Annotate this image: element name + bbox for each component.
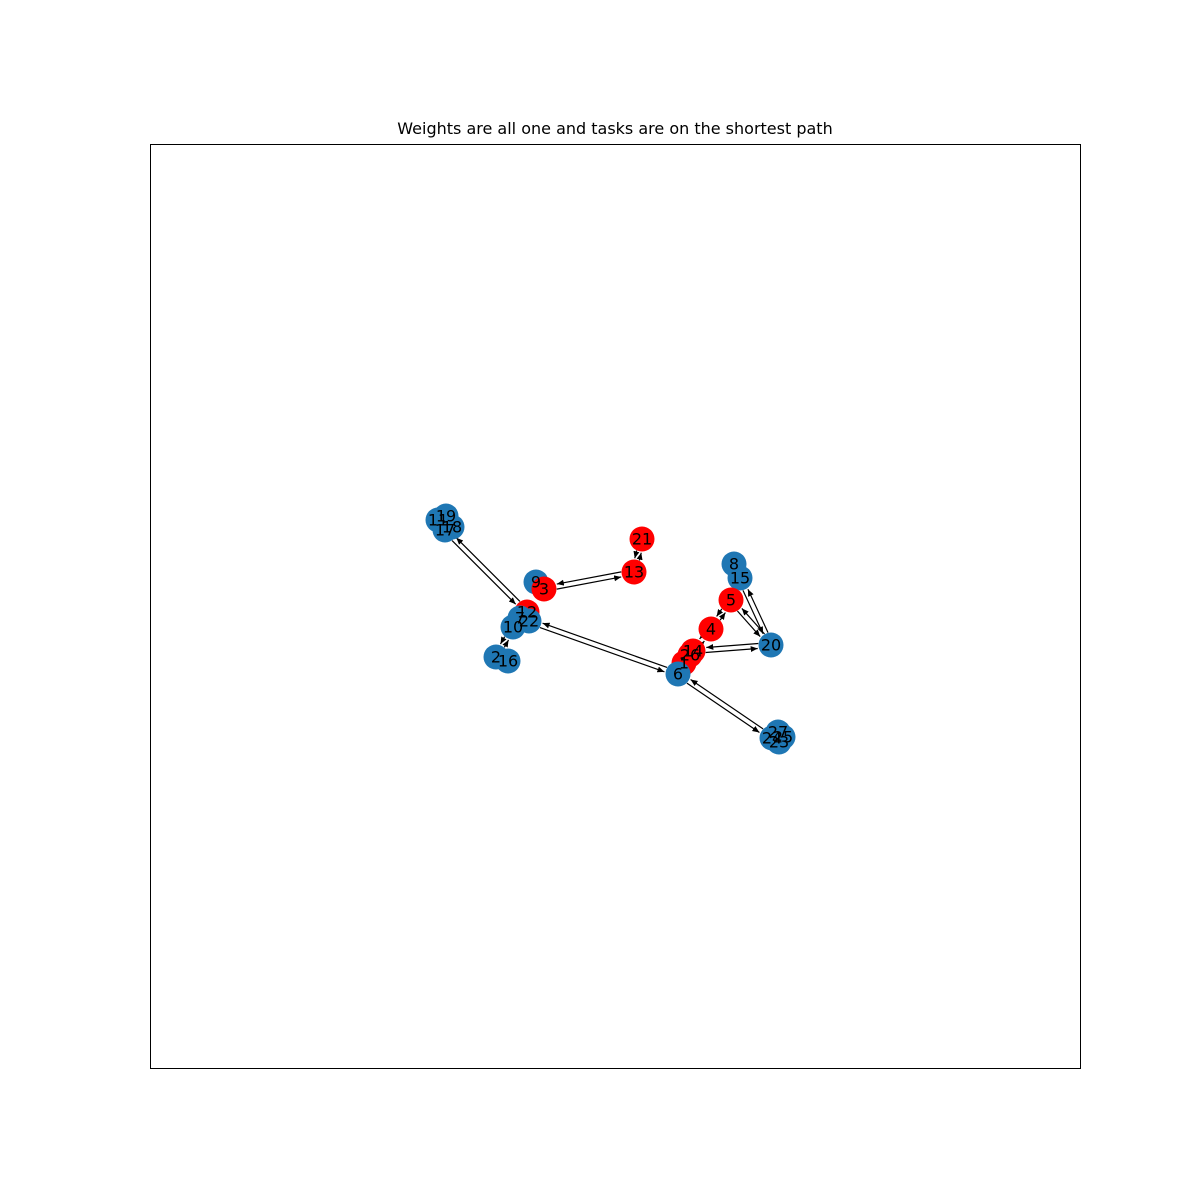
edge-6-to-22: [542, 622, 668, 669]
node-label-3: 3: [539, 580, 549, 599]
figure-title: Weights are all one and tasks are on the…: [397, 119, 833, 138]
edge-14-to-4: [697, 640, 705, 649]
node-label-8: 8: [729, 555, 739, 574]
node-15: [727, 565, 753, 591]
edge-10-to-2: [499, 636, 507, 645]
edge-17-to-12: [451, 540, 517, 605]
node-label-2: 2: [491, 648, 501, 667]
node-23: [766, 729, 792, 755]
node-label-11: 11: [428, 511, 448, 530]
node-label-1: 1: [679, 654, 689, 673]
edge-5-to-20: [736, 610, 761, 637]
node-3-task: [531, 576, 557, 602]
node-13-task: [621, 559, 647, 585]
node-label-7: 7: [515, 609, 525, 628]
edge-13-to-3: [556, 571, 622, 586]
node-label-18: 18: [442, 518, 462, 537]
node-label-6: 6: [673, 665, 683, 684]
edge-12-to-17: [455, 537, 521, 602]
node-6: [665, 661, 691, 687]
node-21-task: [629, 526, 655, 552]
node-label-21: 21: [632, 530, 652, 549]
node-label-24: 24: [762, 729, 782, 748]
node-label-22: 22: [519, 612, 539, 631]
node-label-15: 15: [730, 569, 750, 588]
node-label-13: 13: [624, 563, 644, 582]
edge-15-to-20: [742, 590, 764, 635]
node-label-27: 27: [768, 723, 788, 742]
node-label-23: 23: [769, 733, 789, 752]
edge-21-to-13: [633, 550, 640, 559]
edges-layer: [451, 537, 769, 733]
edge-13-to-21: [636, 552, 643, 561]
node-label-17: 17: [435, 521, 455, 540]
node-10: [500, 614, 526, 640]
edge-22-to-6: [539, 626, 665, 673]
node-label-19: 19: [436, 507, 456, 526]
node-label-5: 5: [726, 591, 736, 610]
node-label-9: 9: [531, 573, 541, 592]
node-16: [495, 648, 521, 674]
edge-14-to-20: [705, 646, 758, 654]
edge-5-to-4: [716, 608, 724, 617]
node-5-task: [718, 587, 744, 613]
node-label-16: 16: [498, 652, 518, 671]
node-label-20: 20: [761, 636, 781, 655]
edge-3-to-13: [556, 575, 622, 590]
node-label-26: 26: [680, 646, 700, 665]
node-4-task: [698, 616, 724, 642]
edge-20-to-14: [706, 642, 759, 650]
edge-6-to-24: [686, 682, 760, 733]
edge-20-to-15: [747, 588, 769, 633]
node-label-4: 4: [706, 620, 716, 639]
edge-4-to-14: [699, 631, 707, 640]
node-label-10: 10: [503, 618, 523, 637]
node-label-14: 14: [683, 642, 703, 661]
node-20: [758, 632, 784, 658]
node-17: [432, 517, 458, 543]
edge-2-to-10: [502, 639, 510, 648]
edge-4-to-5: [718, 612, 726, 621]
axes-frame: [150, 144, 1081, 1069]
node-label-25: 25: [773, 728, 793, 747]
edge-24-to-6: [690, 679, 764, 730]
node-label-12: 12: [517, 603, 537, 622]
